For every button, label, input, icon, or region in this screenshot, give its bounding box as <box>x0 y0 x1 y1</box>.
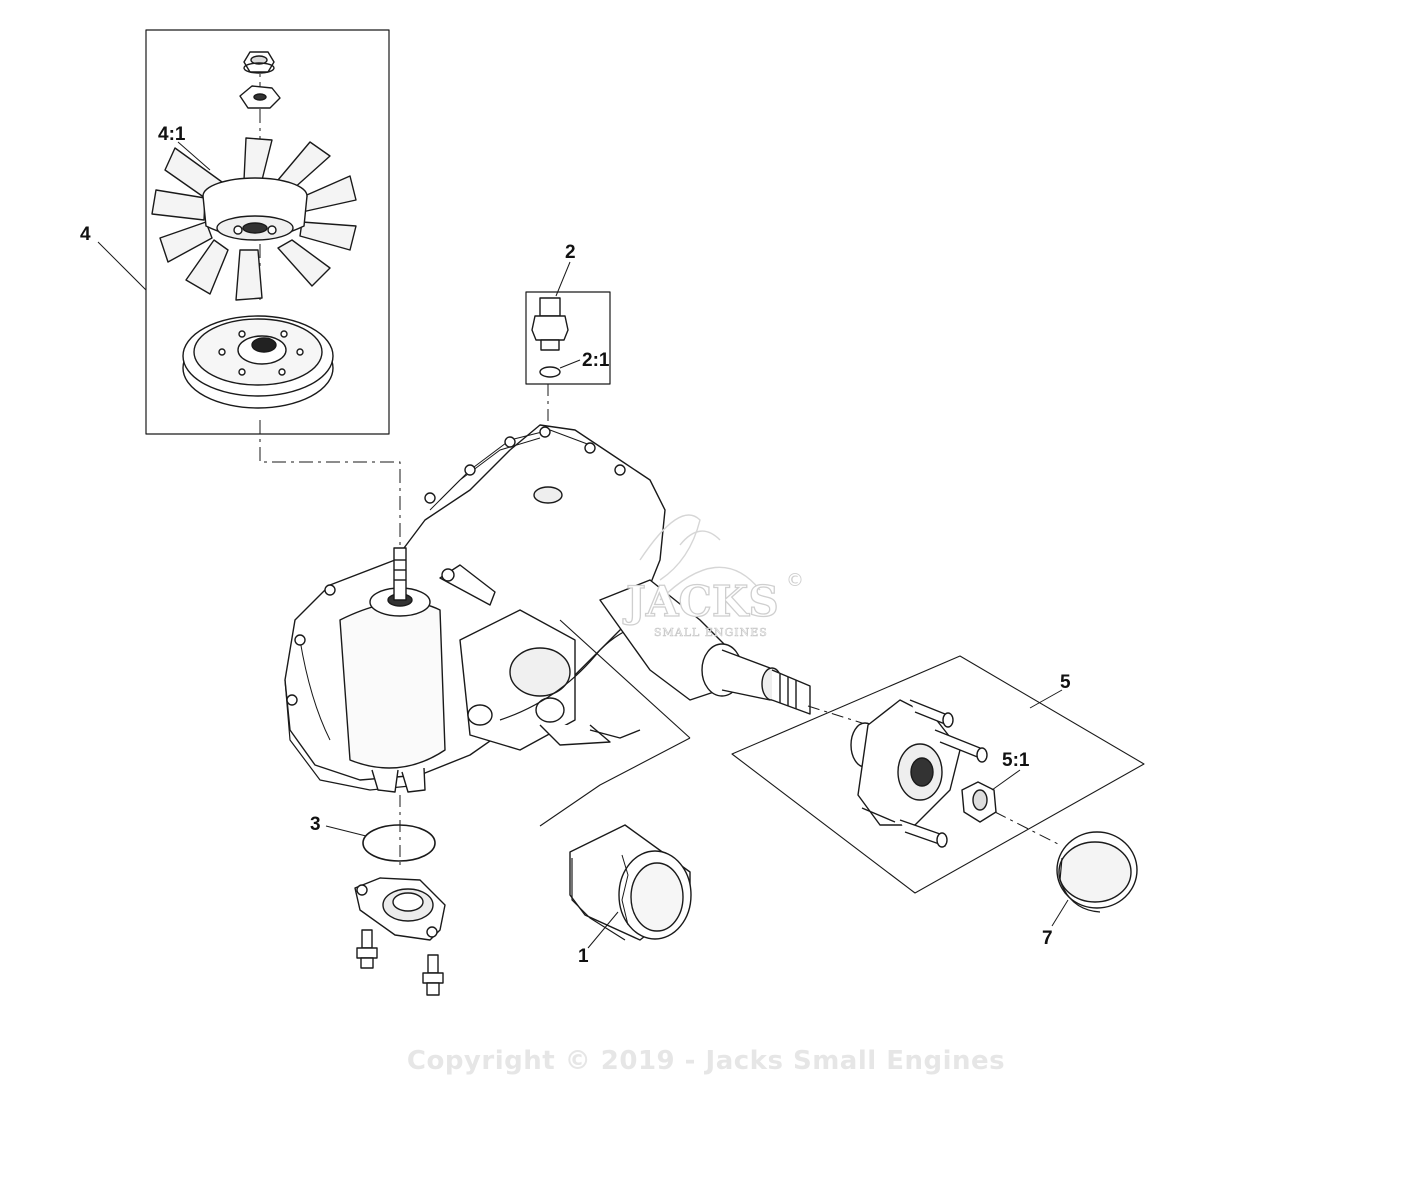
cover-bolt-2 <box>422 954 444 996</box>
filter-box <box>539 619 691 827</box>
cooling-fan <box>151 137 357 301</box>
watermark-logo <box>639 514 761 601</box>
transaxle-housing <box>284 424 691 793</box>
hub-box <box>731 655 1145 894</box>
watermark-subtitle: SMALL ENGINES <box>654 626 768 639</box>
drive-pulley <box>182 315 334 409</box>
callout-3: 3 <box>310 814 321 835</box>
cover-bolt-1 <box>356 929 378 969</box>
callout-5-1: 5:1 <box>1002 750 1030 771</box>
watermark-copyright-symbol: © <box>786 570 804 591</box>
callout-2: 2 <box>565 242 576 263</box>
leader-lines <box>97 141 1069 949</box>
callout-4: 4 <box>80 224 91 245</box>
hub-cap <box>1056 831 1138 913</box>
filter-cover-plate <box>354 877 446 941</box>
wheel-hub <box>850 699 988 848</box>
hub-nut <box>961 781 997 823</box>
watermark-name: JACKS <box>622 577 779 626</box>
callout-7: 7 <box>1042 928 1053 949</box>
callout-5: 5 <box>1060 672 1071 693</box>
copyright-notice: Copyright © 2019 - Jacks Small Engines <box>406 1046 1006 1076</box>
callout-4-1: 4:1 <box>158 124 186 145</box>
fan-nut <box>243 51 275 74</box>
callout-2-1: 2:1 <box>582 350 610 371</box>
axle-housing <box>599 579 811 715</box>
callout-1: 1 <box>578 946 589 967</box>
fitting-box <box>525 291 611 385</box>
o-ring <box>362 824 436 862</box>
oil-filter <box>569 824 692 941</box>
fan-washer <box>239 85 281 109</box>
fitting <box>531 297 569 378</box>
fan-assembly-box <box>145 29 390 435</box>
